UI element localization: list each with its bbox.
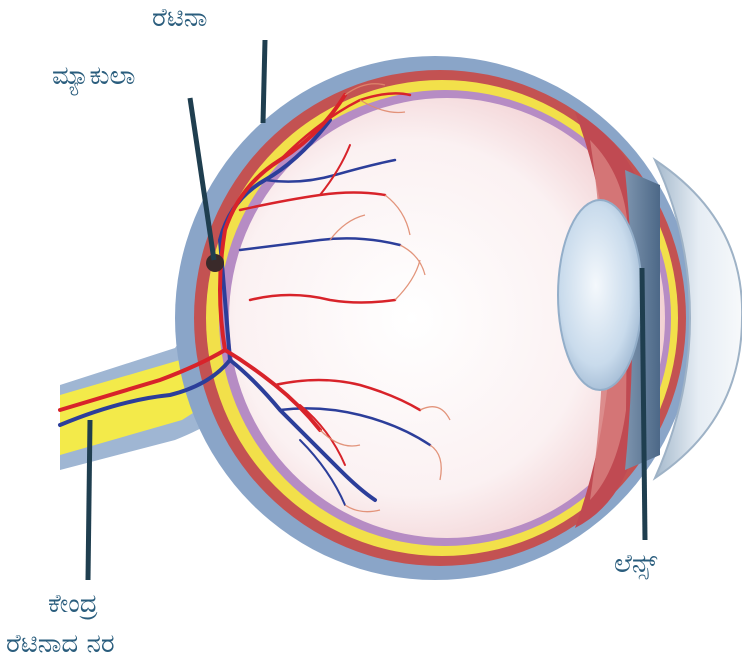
label-macula: ಮ್ಯಾಕುಲಾ bbox=[52, 60, 136, 92]
label-retina: ರೆಟಿನಾ bbox=[152, 2, 207, 34]
label-lens: ಲೆನ್ಸ್ bbox=[614, 548, 657, 580]
label-central-nerve-line2: ರೆಟಿನಾದ ನರ bbox=[6, 628, 115, 660]
retina-pointer bbox=[263, 40, 265, 123]
crystalline-lens bbox=[558, 200, 642, 390]
lens-pointer bbox=[642, 268, 645, 540]
label-central-nerve-line1: ಕೇಂದ್ರ bbox=[48, 588, 98, 620]
central-nerve-pointer bbox=[88, 420, 90, 580]
